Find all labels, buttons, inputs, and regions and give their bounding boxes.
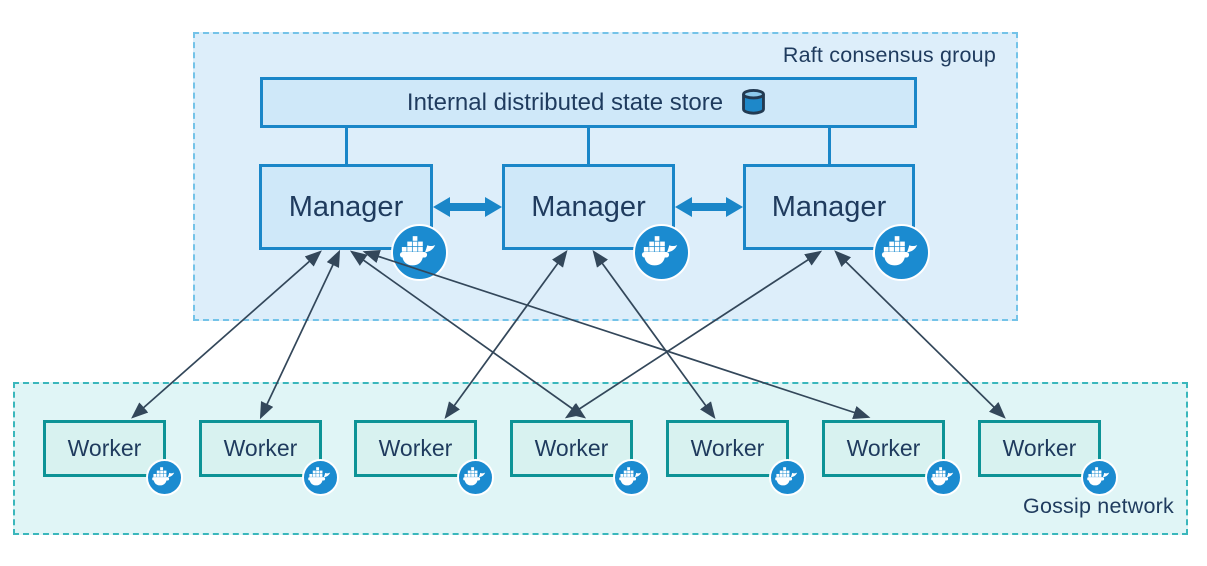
worker-node-1: Worker (43, 420, 166, 477)
worker-node-7: Worker (978, 420, 1101, 477)
manager-label: Manager (771, 190, 887, 223)
docker-whale-icon (768, 458, 806, 496)
store-manager-connector (587, 128, 590, 164)
worker-node-5: Worker (666, 420, 789, 477)
gossip-network-label: Gossip network (1023, 494, 1174, 518)
docker-whale-icon (145, 458, 183, 496)
worker-label: Worker (378, 435, 453, 461)
state-store-label: Internal distributed state store (406, 88, 724, 116)
raft-group-label: Raft consensus group (782, 43, 996, 67)
worker-label: Worker (846, 435, 921, 461)
worker-node-2: Worker (199, 420, 322, 477)
docker-whale-icon (612, 458, 650, 496)
worker-label: Worker (690, 435, 765, 461)
manager-label: Manager (531, 190, 646, 223)
docker-whale-icon (1080, 458, 1118, 496)
docker-whale-icon (924, 458, 962, 496)
docker-whale-icon (390, 223, 448, 281)
manager-label: Manager (288, 190, 404, 223)
docker-whale-icon (456, 458, 494, 496)
worker-node-6: Worker (822, 420, 945, 477)
worker-label: Worker (1002, 435, 1077, 461)
docker-whale-icon (872, 223, 930, 281)
docker-whale-icon (632, 223, 690, 281)
worker-label: Worker (534, 435, 609, 461)
store-manager-connector (827, 128, 831, 164)
store-manager-connector (344, 128, 348, 164)
worker-label: Worker (223, 435, 298, 461)
state-store-box: Internal distributed state store (260, 77, 917, 128)
worker-node-4: Worker (510, 420, 633, 477)
worker-node-3: Worker (354, 420, 477, 477)
docker-whale-icon (301, 458, 339, 496)
worker-label: Worker (67, 435, 142, 461)
database-cylinder-icon (737, 87, 770, 118)
